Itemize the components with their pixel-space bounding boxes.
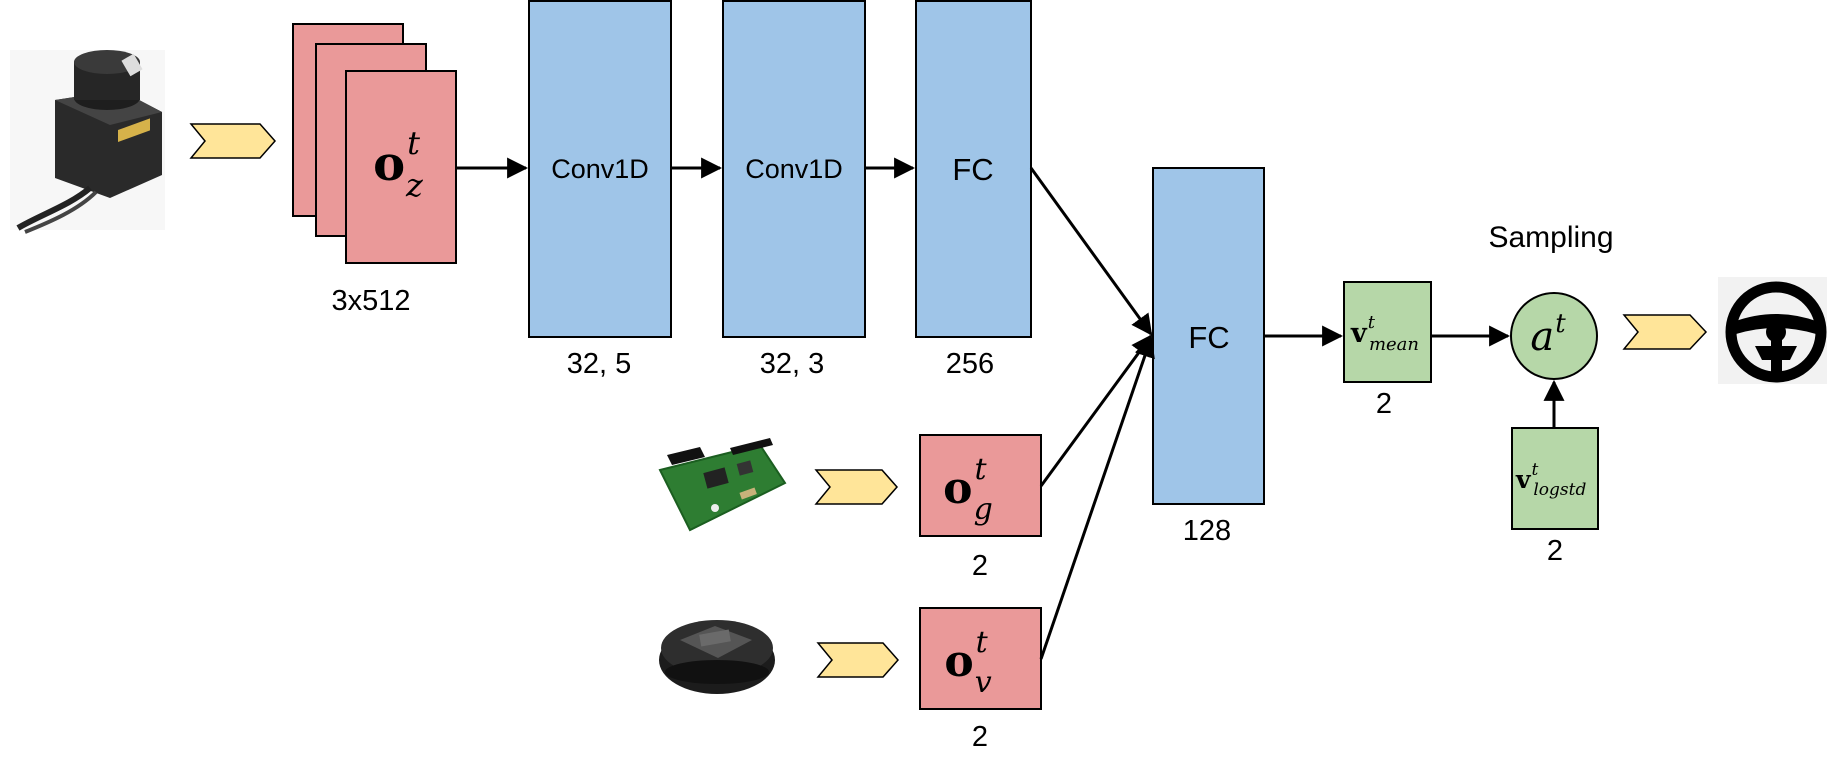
action-node xyxy=(1510,292,1598,380)
fc-layer-2 xyxy=(1152,167,1265,505)
lidar-sensor-icon xyxy=(10,50,165,234)
laser-obs-layer-front xyxy=(345,70,457,264)
velocity-obs-size-label: 2 xyxy=(972,721,988,753)
conv1d-layer-1-label: Conv1D xyxy=(551,154,649,184)
steering-wheel-icon xyxy=(1718,277,1827,384)
mobile-robot-icon xyxy=(659,620,775,694)
laser-obs-size-label: 3x512 xyxy=(331,285,410,317)
fc-layer-1-label: FC xyxy=(952,152,993,187)
conv1d-layer-2-params: 32, 3 xyxy=(760,348,825,380)
fc-layer-2-params: 128 xyxy=(1183,515,1231,547)
velocity-obs-box xyxy=(919,607,1042,710)
conv1d-layer-1-params: 32, 5 xyxy=(567,348,632,380)
input-chevron xyxy=(189,123,277,159)
velocity-chevron xyxy=(816,642,900,678)
arrow-goal-to-fc2 xyxy=(1039,334,1153,487)
fc-layer-2-label: FC xyxy=(1188,320,1229,355)
v-mean-box xyxy=(1343,281,1432,383)
output-chevron xyxy=(1622,314,1708,350)
v-mean-size-label: 2 xyxy=(1376,388,1392,420)
arrow-fc1-to-fc2 xyxy=(1029,167,1153,336)
goal-obs-box xyxy=(919,434,1042,537)
connection-arrows xyxy=(457,157,1565,660)
conv1d-layer-2-label: Conv1D xyxy=(745,154,843,184)
conv1d-layer-2 xyxy=(722,0,866,338)
v-logstd-box xyxy=(1511,427,1599,530)
fc-layer-1 xyxy=(915,0,1032,338)
arrow-velocity-to-fc2 xyxy=(1039,336,1155,660)
goal-chevron xyxy=(814,469,899,505)
fc-layer-1-params: 256 xyxy=(946,348,994,380)
conv1d-layer-1 xyxy=(528,0,672,338)
v-logstd-size-label: 2 xyxy=(1547,535,1563,567)
action-symbol: at xyxy=(1530,309,1566,360)
circuit-board-icon xyxy=(658,438,787,532)
sampling-label: Sampling xyxy=(1488,221,1613,254)
goal-obs-size-label: 2 xyxy=(972,550,988,582)
